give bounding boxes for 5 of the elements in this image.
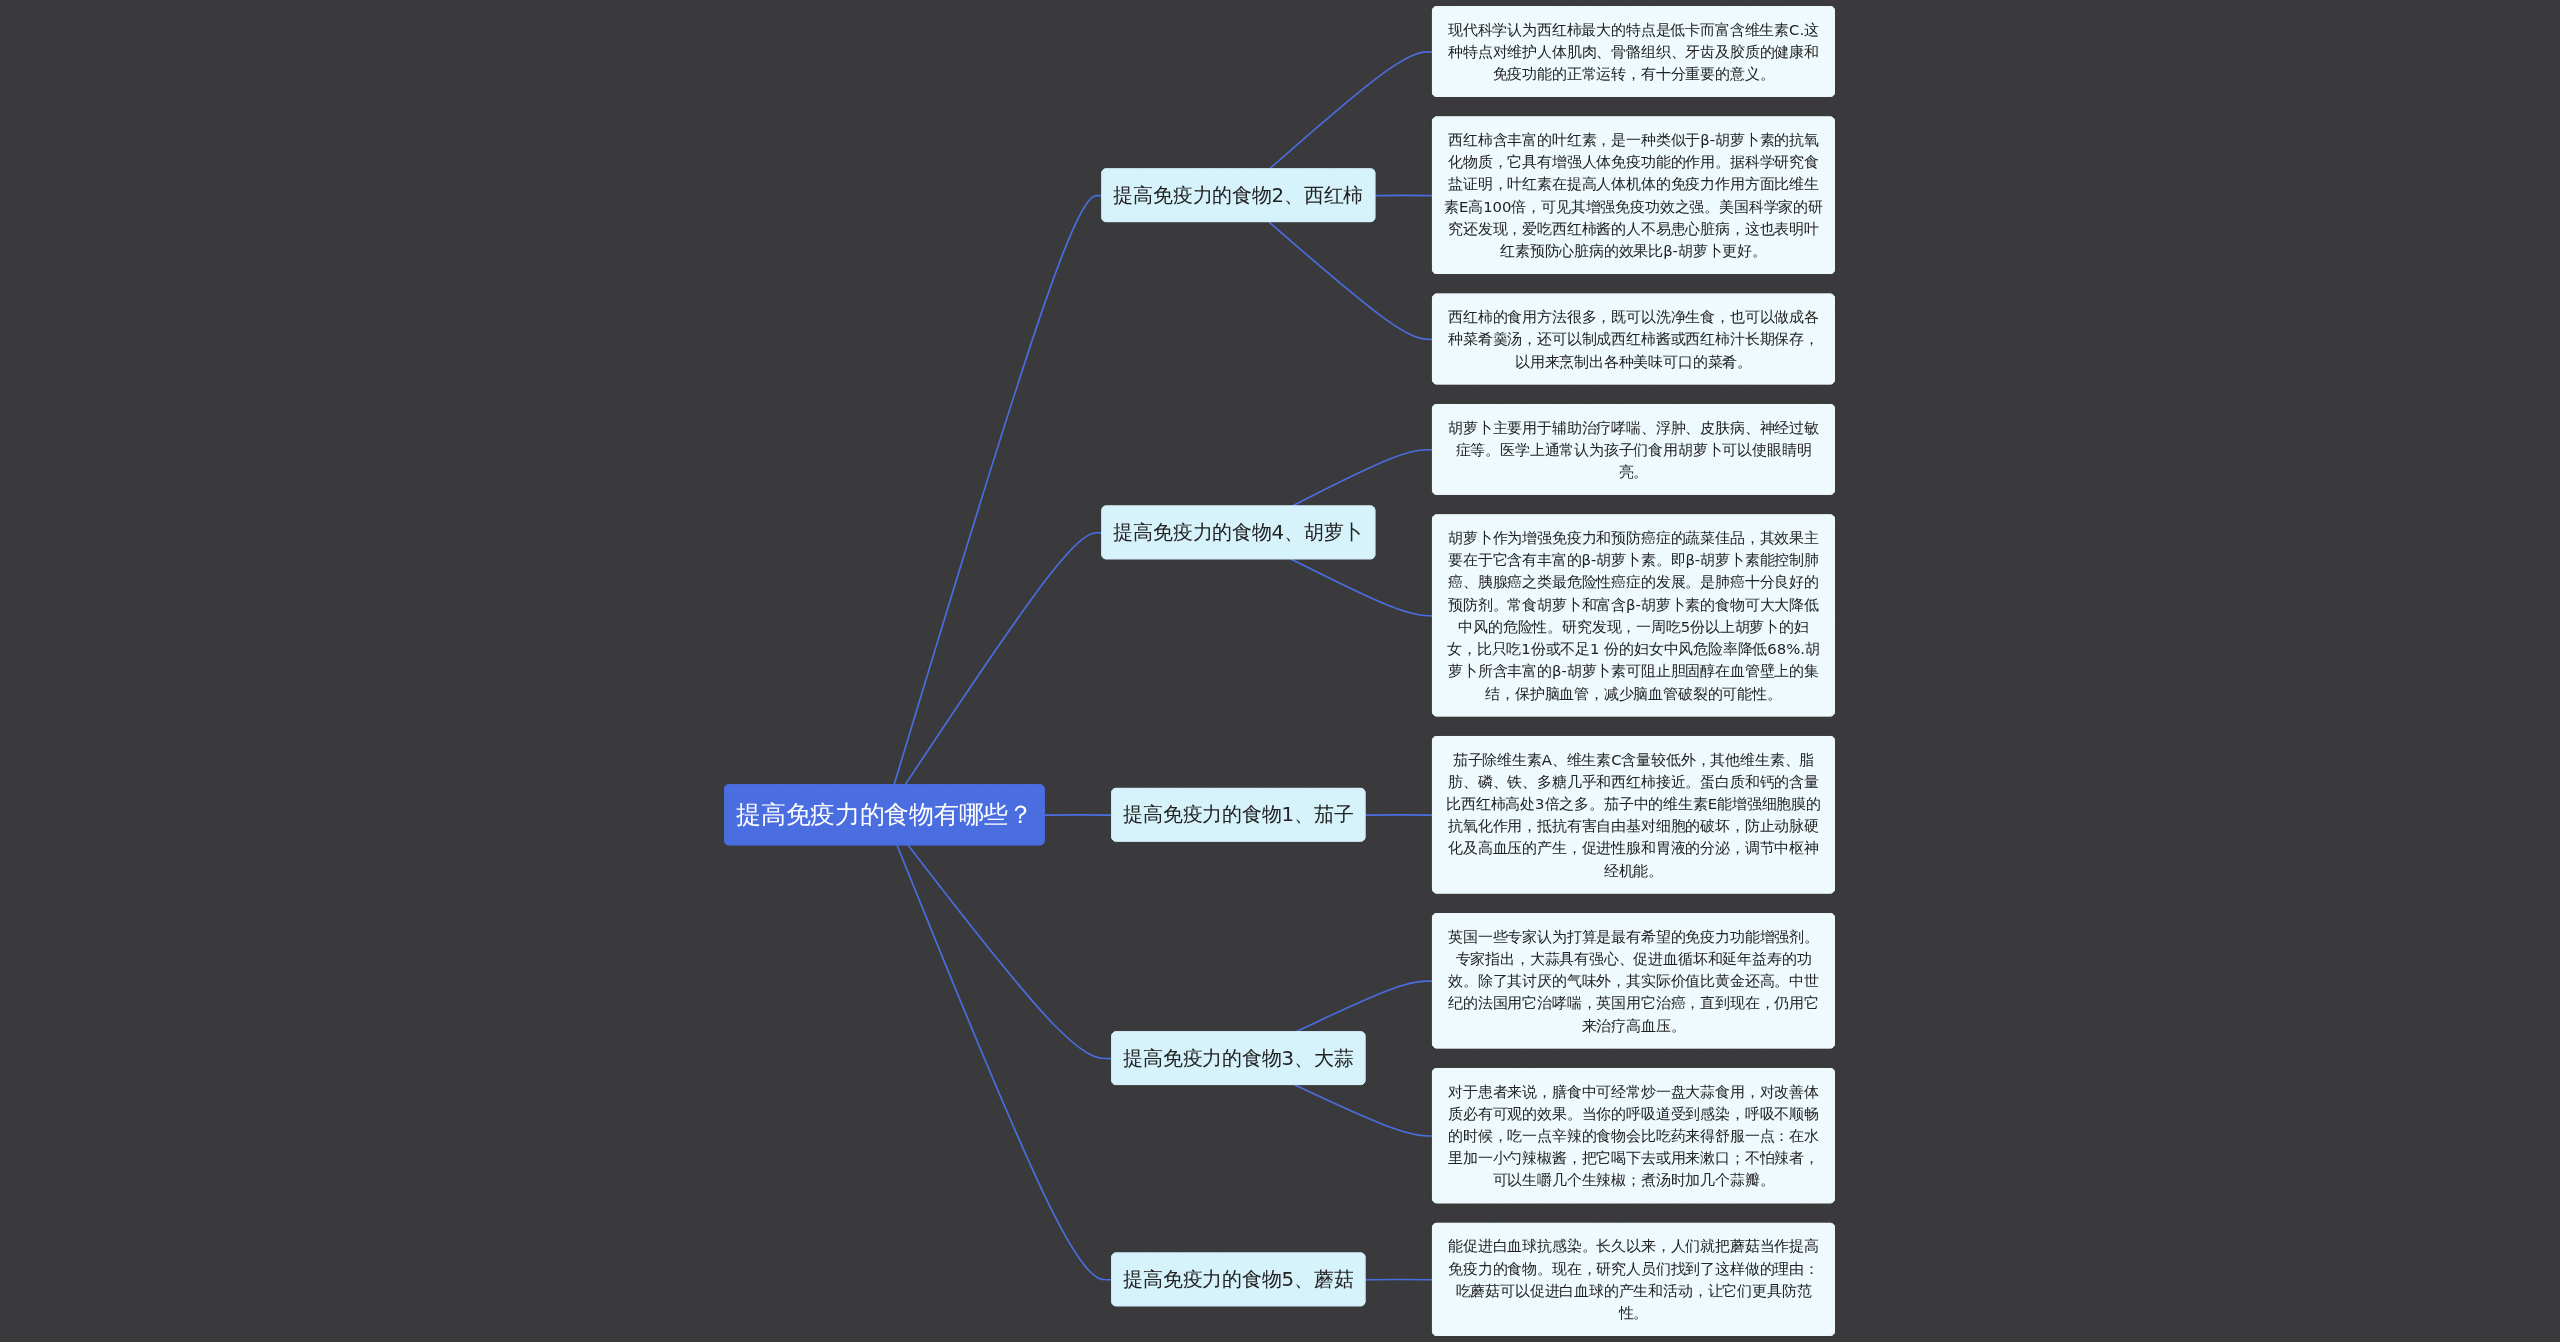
connector — [907, 844, 1114, 1060]
connector — [904, 531, 1104, 786]
connector — [896, 844, 1114, 1281]
connector — [893, 194, 1104, 786]
connector — [1044, 814, 1114, 816]
